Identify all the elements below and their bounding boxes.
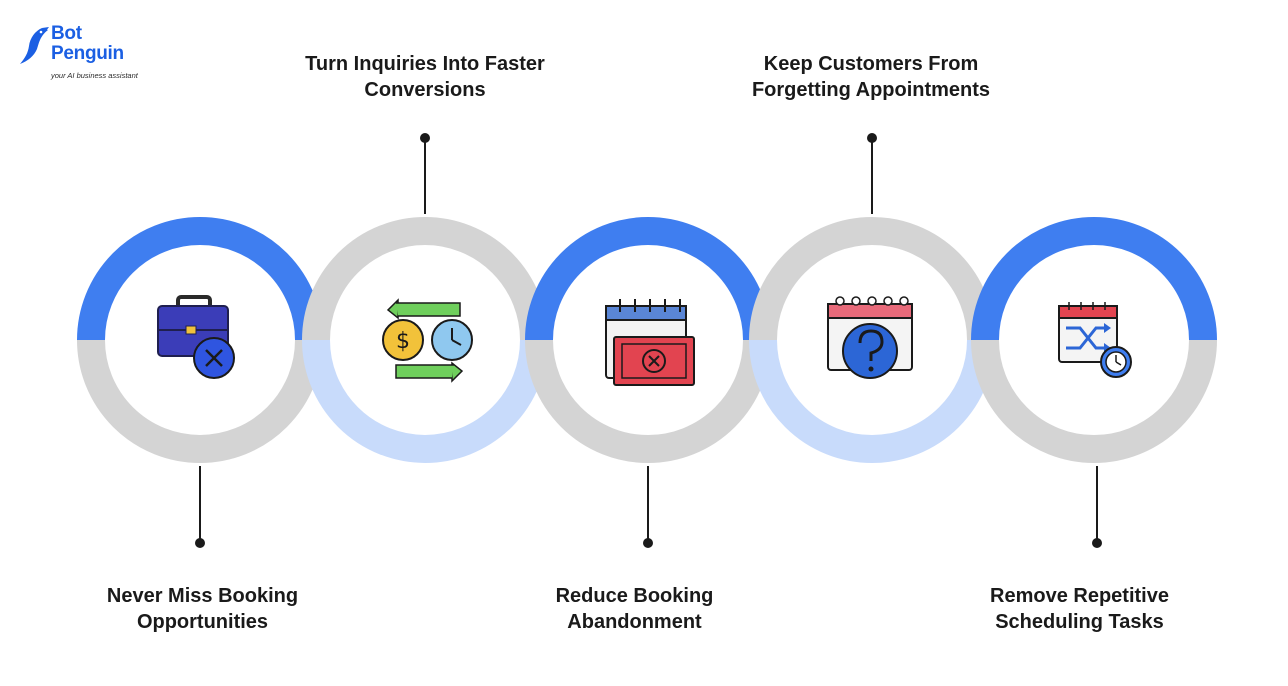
calendar-shuffle-clock-icon — [1058, 302, 1132, 378]
svg-text:$: $ — [396, 329, 410, 354]
briefcase-cancel-icon — [157, 295, 235, 379]
step-2-ring — [302, 217, 548, 463]
step-4-ring — [749, 217, 995, 463]
calendar-cancel-ticket-icon — [605, 299, 695, 386]
calendar-question-icon — [827, 296, 913, 379]
money-time-exchange-icon: $ — [382, 298, 473, 383]
connector-1 — [195, 466, 205, 548]
step-1-label: Never Miss Booking Opportunities — [106, 585, 299, 633]
connector-2 — [420, 133, 430, 214]
step-2-label: Turn Inquiries Into Faster Conversions — [305, 53, 545, 101]
step-3-label: Reduce Booking Abandonment — [555, 585, 714, 633]
step-5-ring — [971, 217, 1217, 463]
brand-logo: Bot Penguin your AI business assistant — [20, 24, 150, 84]
connector-5 — [1092, 466, 1102, 548]
step-4-label: Keep Customers From Forgetting Appointme… — [751, 53, 991, 101]
connector-4 — [867, 133, 877, 214]
step-1-ring — [77, 217, 323, 463]
brand-name: Bot Penguin — [51, 23, 124, 64]
step-3-ring — [525, 217, 771, 463]
connector-3 — [643, 466, 653, 548]
penguin-logo-icon — [20, 27, 49, 64]
brand-tagline: your AI business assistant — [51, 71, 138, 80]
step-5-label: Remove Repetitive Scheduling Tasks — [990, 585, 1169, 633]
